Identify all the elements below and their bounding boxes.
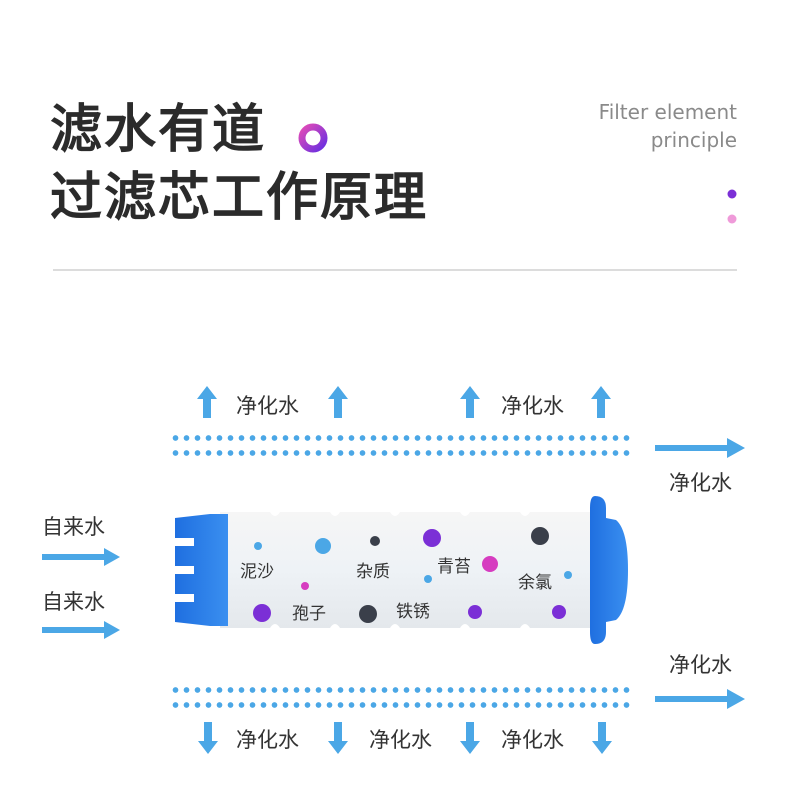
water-flow-dots <box>170 450 634 456</box>
down-arrow-icon <box>460 722 480 754</box>
down-arrow-icon <box>328 722 348 754</box>
water-flow-dots <box>170 687 634 693</box>
up-arrow-icon <box>328 386 348 418</box>
page-title: 滤水有道 <box>50 100 267 160</box>
english-title-line2: principle <box>650 128 737 152</box>
purified-water-label: 净化水 <box>236 394 299 418</box>
particle-dot <box>423 529 441 547</box>
up-arrow-icon <box>460 386 480 418</box>
ring-icon <box>298 123 328 153</box>
up-arrow-icon <box>197 386 217 418</box>
purified-water-label: 净化水 <box>669 471 732 495</box>
particle-dot <box>254 542 262 550</box>
purified-water-label: 净化水 <box>501 728 564 752</box>
right-arrow-icon <box>655 689 745 709</box>
particle-dot <box>424 575 432 583</box>
particle-dot <box>564 571 572 579</box>
water-flow-dots <box>170 435 634 441</box>
english-title-line1: Filter element <box>598 100 737 124</box>
up-arrow-icon <box>591 386 611 418</box>
impurity-label-spore: 孢子 <box>292 604 326 624</box>
water-flow-dots <box>170 702 634 708</box>
purified-water-label: 净化水 <box>501 394 564 418</box>
particle-dot <box>531 527 549 545</box>
impurity-label-moss: 青苔 <box>437 557 471 577</box>
purified-water-label: 净化水 <box>369 728 432 752</box>
page-subtitle: 过滤芯工作原理 <box>50 168 429 228</box>
filter-cartridge <box>175 496 628 644</box>
particle-dot <box>468 605 482 619</box>
divider <box>53 269 737 271</box>
purified-water-label: 净化水 <box>236 728 299 752</box>
down-arrow-icon <box>592 722 612 754</box>
purified-water-label: 净化水 <box>669 653 732 677</box>
impurity-label-chlorine: 余氯 <box>518 573 552 593</box>
particle-dot <box>359 605 377 623</box>
particle-dot <box>482 556 498 572</box>
tap-water-label: 自来水 <box>42 590 105 614</box>
particle-dot <box>552 605 566 619</box>
particle-dot <box>301 582 309 590</box>
particle-dot <box>253 604 271 622</box>
particle-dot <box>315 538 331 554</box>
down-arrow-icon <box>198 722 218 754</box>
impurity-label-impurity: 杂质 <box>356 562 390 582</box>
impurity-label-rust: 铁锈 <box>396 602 430 622</box>
decor-dots <box>727 189 737 224</box>
impurity-label-sand: 泥沙 <box>240 562 274 582</box>
right-arrow-icon <box>42 621 120 639</box>
tap-water-label: 自来水 <box>42 515 105 539</box>
impurity-particles <box>253 527 572 623</box>
particle-dot <box>370 536 380 546</box>
right-arrow-icon <box>655 438 745 458</box>
right-arrow-icon <box>42 548 120 566</box>
